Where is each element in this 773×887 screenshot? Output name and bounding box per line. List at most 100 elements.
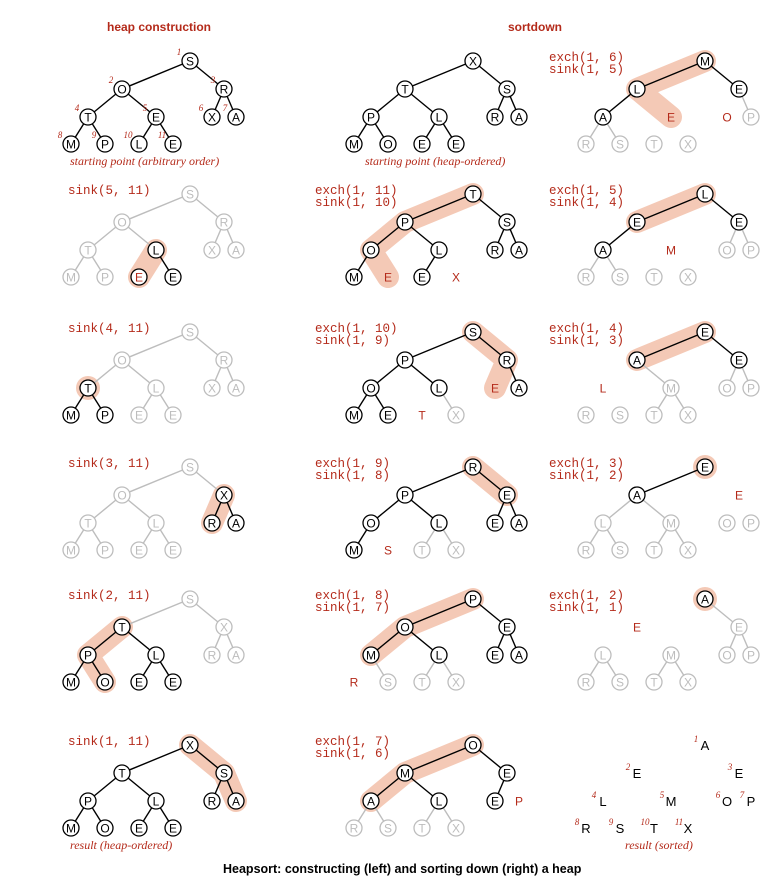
node-key: X xyxy=(208,382,216,396)
node-key: T xyxy=(118,767,126,781)
node-key: M xyxy=(700,55,710,69)
node-key: P xyxy=(747,111,755,125)
node-key: P xyxy=(401,489,409,503)
node-key: R xyxy=(582,676,591,690)
tree-edge xyxy=(404,60,474,90)
node-key: O xyxy=(117,83,126,97)
node-key: O xyxy=(100,676,109,690)
node-circle xyxy=(164,673,182,691)
node-key: A xyxy=(599,111,607,125)
node-key: O xyxy=(722,649,731,663)
node-circle xyxy=(464,323,482,341)
node-key: A xyxy=(633,354,641,368)
node-key: O xyxy=(366,382,375,396)
array-index: 5 xyxy=(660,790,665,800)
node-circle xyxy=(430,792,448,810)
node-key: R xyxy=(208,517,217,531)
node-key: M xyxy=(366,649,376,663)
node-circle xyxy=(79,241,97,259)
node-key: R xyxy=(208,795,217,809)
node-key: S xyxy=(469,326,477,340)
node-key: L xyxy=(436,795,443,809)
node-key: X xyxy=(684,409,692,423)
node-circle xyxy=(396,80,414,98)
node-key: A xyxy=(701,593,709,607)
node-key: T xyxy=(650,138,658,152)
node-circle xyxy=(510,241,528,259)
sorted-key: M xyxy=(666,794,677,809)
node-circle xyxy=(215,80,233,98)
node-key: A xyxy=(232,111,240,125)
node-circle xyxy=(628,486,646,504)
node-key: A xyxy=(599,244,607,258)
node-key: T xyxy=(401,83,409,97)
node-key: L xyxy=(600,649,607,663)
node-key: S xyxy=(503,216,511,230)
array-index: 1 xyxy=(177,47,182,57)
node-key: P xyxy=(84,649,92,663)
node-key: A xyxy=(515,649,523,663)
node-key: S xyxy=(186,461,194,475)
node-circle xyxy=(164,268,182,286)
node-circle xyxy=(181,590,199,608)
node-key: S xyxy=(616,544,624,558)
node-key: A xyxy=(515,244,523,258)
operation-label: sink(4, 11) xyxy=(68,322,151,336)
node-circle xyxy=(62,673,80,691)
node-key: E xyxy=(384,409,392,423)
node-key: M xyxy=(66,822,76,836)
node-key: S xyxy=(384,822,392,836)
node-key: O xyxy=(100,822,109,836)
node-key: R xyxy=(208,649,217,663)
node-circle xyxy=(379,406,397,424)
node-circle xyxy=(181,736,199,754)
node-circle xyxy=(96,406,114,424)
node-circle xyxy=(464,52,482,70)
node-key: M xyxy=(666,649,676,663)
array-index: 11 xyxy=(675,817,683,827)
node-key: P xyxy=(401,354,409,368)
node-circle xyxy=(345,406,363,424)
node-key: M xyxy=(349,138,359,152)
node-circle xyxy=(662,646,680,664)
node-key: E xyxy=(169,822,177,836)
node-key: O xyxy=(117,216,126,230)
node-circle xyxy=(510,379,528,397)
node-circle xyxy=(662,379,680,397)
node-key: E xyxy=(418,271,426,285)
array-index: 3 xyxy=(727,762,733,772)
node-circle xyxy=(486,792,504,810)
node-circle xyxy=(227,379,245,397)
node-circle xyxy=(430,514,448,532)
node-key: O xyxy=(722,382,731,396)
node-key: R xyxy=(582,544,591,558)
node-key: O xyxy=(400,621,409,635)
node-circle xyxy=(215,764,233,782)
node-key: E xyxy=(135,409,143,423)
node-key: P xyxy=(84,795,92,809)
node-key: E xyxy=(491,795,499,809)
sorted-key: X xyxy=(684,821,693,836)
array-key: L xyxy=(600,382,607,396)
node-key: T xyxy=(418,676,426,690)
node-circle xyxy=(679,268,697,286)
node-key: P xyxy=(747,649,755,663)
node-circle xyxy=(113,213,131,231)
node-key: T xyxy=(84,517,92,531)
node-key: P xyxy=(101,138,109,152)
node-key: T xyxy=(84,111,92,125)
array-key: E xyxy=(384,271,392,285)
node-key: M xyxy=(66,271,76,285)
operation-label: exch(1, 10) sink(1, 9) xyxy=(315,322,398,348)
node-key: A xyxy=(232,649,240,663)
node-key: S xyxy=(384,676,392,690)
node-circle xyxy=(79,646,97,664)
node-circle xyxy=(147,646,165,664)
operation-label: exch(1, 3) sink(1, 2) xyxy=(549,457,625,483)
node-key: P xyxy=(367,111,375,125)
node-key: L xyxy=(436,517,443,531)
node-circle xyxy=(498,618,516,636)
node-circle xyxy=(498,213,516,231)
node-key: E xyxy=(735,216,743,230)
